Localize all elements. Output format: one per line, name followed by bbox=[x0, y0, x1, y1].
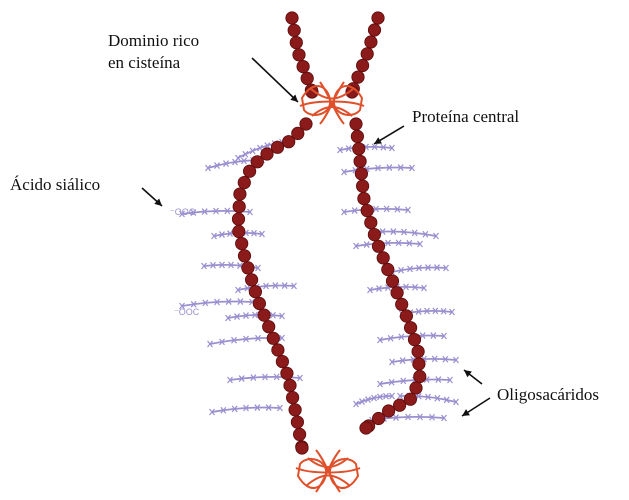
amino-acid-bead bbox=[361, 204, 373, 216]
amino-acid-bead bbox=[242, 262, 254, 274]
cysteine-domain-label-line2: en cisteína bbox=[108, 52, 199, 74]
amino-acid-bead bbox=[293, 428, 305, 440]
amino-acid-bead bbox=[232, 213, 244, 225]
amino-acid-bead bbox=[350, 118, 362, 130]
amino-acid-bead bbox=[356, 180, 368, 192]
annotation-arrow bbox=[252, 58, 298, 102]
cysteine-rich-domains bbox=[296, 82, 364, 492]
amino-acid-bead bbox=[258, 309, 270, 321]
amino-acid-bead bbox=[410, 382, 422, 394]
amino-acid-bead bbox=[296, 442, 308, 454]
cysteine-domain-label-line1: Dominio rico bbox=[108, 30, 199, 52]
amino-acid-bead bbox=[301, 72, 313, 84]
carboxyl-group-label: ⁻OOC bbox=[170, 207, 195, 217]
core-protein-label: Proteína central bbox=[412, 106, 519, 128]
amino-acid-bead bbox=[365, 216, 377, 228]
amino-acid-bead bbox=[290, 36, 302, 48]
sialic-acid-label: Ácido siálico bbox=[10, 174, 100, 196]
amino-acid-bead bbox=[408, 333, 420, 345]
amino-acid-bead bbox=[382, 263, 394, 275]
amino-acid-bead bbox=[358, 192, 370, 204]
amino-acid-bead bbox=[351, 130, 363, 142]
amino-acid-bead bbox=[276, 355, 288, 367]
amino-acid-bead bbox=[372, 240, 384, 252]
amino-acid-bead bbox=[249, 286, 261, 298]
amino-acid-bead bbox=[414, 370, 426, 382]
amino-acid-bead bbox=[360, 422, 372, 434]
amino-acid-bead bbox=[368, 228, 380, 240]
amino-acid-bead bbox=[393, 399, 405, 411]
amino-acid-bead bbox=[272, 344, 284, 356]
amino-acid-bead bbox=[233, 225, 245, 237]
amino-acid-bead bbox=[263, 321, 275, 333]
amino-acid-bead bbox=[353, 143, 365, 155]
amino-acid-bead bbox=[291, 416, 303, 428]
amino-acid-bead bbox=[245, 274, 257, 286]
amino-acid-bead bbox=[233, 200, 245, 212]
amino-acid-bead bbox=[286, 12, 298, 24]
amino-acid-bead bbox=[404, 393, 416, 405]
amino-acid-bead bbox=[361, 48, 373, 60]
amino-acid-bead bbox=[412, 345, 424, 357]
amino-acid-bead bbox=[283, 136, 295, 148]
amino-acid-bead bbox=[288, 24, 300, 36]
amino-acid-bead bbox=[413, 358, 425, 370]
oligosaccharides-label: Oligosacáridos bbox=[497, 384, 599, 406]
amino-acid-bead bbox=[236, 237, 248, 249]
amino-acid-bead bbox=[238, 250, 250, 262]
amino-acid-bead bbox=[234, 188, 246, 200]
amino-acid-bead bbox=[356, 59, 368, 71]
amino-acid-bead bbox=[368, 24, 380, 36]
amino-acid-bead bbox=[281, 367, 293, 379]
amino-acid-bead bbox=[400, 310, 412, 322]
amino-acid-bead bbox=[365, 36, 377, 48]
annotation-arrow bbox=[462, 398, 490, 416]
amino-acid-bead bbox=[238, 176, 250, 188]
amino-acid-bead bbox=[297, 60, 309, 72]
amino-acid-bead bbox=[377, 252, 389, 264]
amino-acid-bead bbox=[286, 391, 298, 403]
carboxyl-group-label: ⁻OOC bbox=[174, 307, 199, 317]
amino-acid-bead bbox=[293, 49, 305, 61]
amino-acid-bead bbox=[386, 275, 398, 287]
amino-acid-bead bbox=[391, 287, 403, 299]
amino-acid-bead bbox=[243, 165, 255, 177]
amino-acid-bead bbox=[372, 12, 384, 24]
annotation-arrow bbox=[464, 370, 482, 384]
amino-acid-bead bbox=[396, 298, 408, 310]
amino-acid-bead bbox=[404, 322, 416, 334]
amino-acid-bead bbox=[352, 71, 364, 83]
amino-acid-bead bbox=[354, 155, 366, 167]
amino-acid-bead bbox=[289, 404, 301, 416]
amino-acid-bead bbox=[267, 332, 279, 344]
amino-acid-bead bbox=[284, 379, 296, 391]
annotation-arrow bbox=[374, 126, 404, 144]
cysteine-knot bbox=[296, 450, 360, 492]
amino-acid-bead bbox=[253, 297, 265, 309]
amino-acid-bead bbox=[355, 168, 367, 180]
annotation-arrow bbox=[142, 188, 162, 206]
cysteine-domain-label: Dominio rico en cisteína bbox=[108, 30, 199, 74]
